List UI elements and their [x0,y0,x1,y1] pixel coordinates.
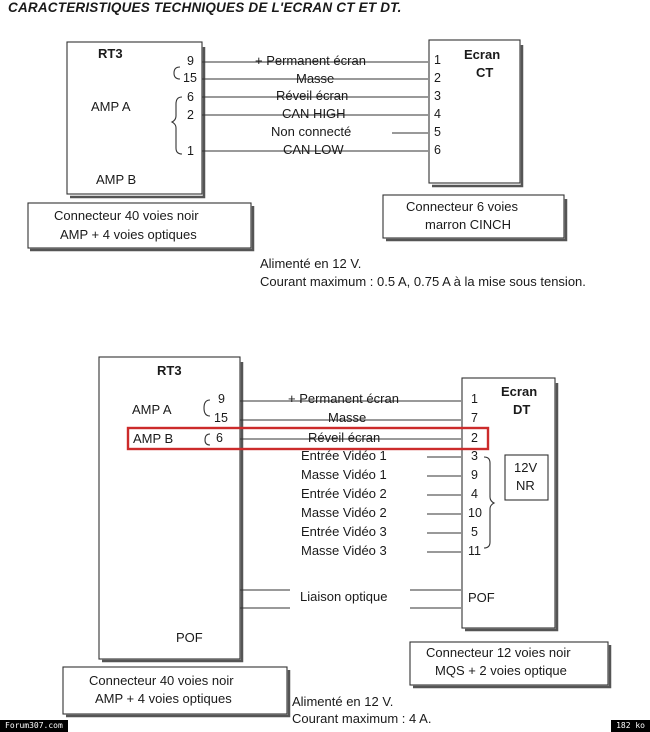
signal-label: Entrée Vidéo 2 [301,486,387,501]
bottom-right-connector-box [409,641,609,686]
pin-left: 15 [214,411,228,425]
pof-left: POF [176,630,203,645]
top-right-connector-line1: Connecteur 6 voies [406,199,519,214]
signal-label: Réveil écran [308,430,381,445]
pin-right: 2 [471,431,478,445]
pin-right: 9 [471,468,478,482]
nr-box-line2: NR [516,478,535,493]
brace-right [483,456,496,549]
footer-size: 182 ko [611,720,650,732]
rt3-bottom-label: RT3 [157,363,182,378]
pin-right: 4 [434,107,441,121]
bottom-left-connector-box [62,666,288,715]
pin-right: 11 [468,544,481,558]
signal-label: CAN HIGH [282,106,346,121]
amp-b-top: AMP B [96,172,137,187]
pin-right: 5 [434,125,441,139]
screen-dt-title: Ecran [501,384,538,399]
signal-label: Réveil écran [276,88,349,103]
pof-right: POF [468,590,495,605]
ecran-ct-box [428,39,521,184]
nr-box-line1: 12V [514,460,538,475]
signal-label: + Permanent écran [288,391,399,406]
amp-a-bottom: AMP A [132,402,172,417]
rt3-top-label: RT3 [98,46,123,61]
pin-left: 6 [216,431,223,445]
pin-right: 2 [434,71,441,85]
ecran-dt-box [461,377,556,629]
pin-right: 1 [471,392,478,406]
screen-dt-subtitle: DT [513,402,531,417]
signal-label: Masse [296,71,335,86]
signal-label: Masse Vidéo 3 [301,543,387,558]
highlight-reveil-ecran [126,426,490,451]
pin-left: 9 [187,54,194,68]
pin-right: 5 [471,525,478,539]
bottom-power-line1: Alimenté en 12 V. [292,694,394,709]
amp-b-bottom: AMP B [133,431,174,446]
pin-left: 6 [187,90,194,104]
pin-left: 2 [187,108,194,122]
nr-box [504,454,549,501]
pin-left: 1 [187,144,194,158]
footer-site: Forum307.com [0,720,68,732]
top-left-connector-line1: Connecteur 40 voies noir [54,208,199,223]
pin-left: 15 [183,71,197,85]
pin-right: 10 [468,506,482,520]
bottom-left-connector-line1: Connecteur 40 voies noir [89,673,234,688]
top-left-connector-box [27,202,252,249]
bottom-left-connector-line2: AMP + 4 voies optiques [95,691,232,706]
pin-right: 3 [471,449,478,463]
screen-ct-title: Ecran [464,47,501,62]
optical-link-label: Liaison optique [300,589,388,604]
pin-right: 4 [471,487,478,501]
pin-right: 6 [434,143,441,157]
signal-label: CAN LOW [283,142,344,157]
rt3-bottom-box [98,356,241,660]
bottom-right-connector-line1: Connecteur 12 voies noir [426,645,571,660]
pin-left: 9 [218,392,225,406]
brace-top-2 [170,96,183,155]
top-right-connector-box [382,194,565,239]
pin-right: 3 [434,89,441,103]
bottom-power-line2: Courant maximum : 4 A. [292,711,432,726]
signal-label: Entrée Vidéo 1 [301,448,387,463]
top-power-line2: Courant maximum : 0.5 A, 0.75 A à la mis… [260,274,586,289]
top-right-connector-line2: marron CINCH [425,217,511,232]
ecran-ct-box-shadow [432,45,524,188]
amp-a-top: AMP A [91,99,131,114]
top-power-line1: Alimenté en 12 V. [260,256,362,271]
signal-label: Non connecté [271,124,352,139]
screen-ct-subtitle: CT [476,65,494,80]
signal-label: + Permanent écran [255,53,366,68]
signal-label: Entrée Vidéo 3 [301,524,387,539]
brace-top-1 [173,66,181,80]
pin-right: 7 [471,411,478,425]
signal-label: Masse Vidéo 2 [301,505,387,520]
bottom-right-connector-line2: MQS + 2 voies optique [435,663,567,678]
signal-label: Masse [328,410,367,425]
page-title: CARACTERISTIQUES TECHNIQUES DE L'ECRAN C… [8,0,402,15]
signal-label: Masse Vidéo 1 [301,467,387,482]
pin-right: 1 [434,53,441,67]
top-left-connector-line2: AMP + 4 voies optiques [60,227,197,242]
